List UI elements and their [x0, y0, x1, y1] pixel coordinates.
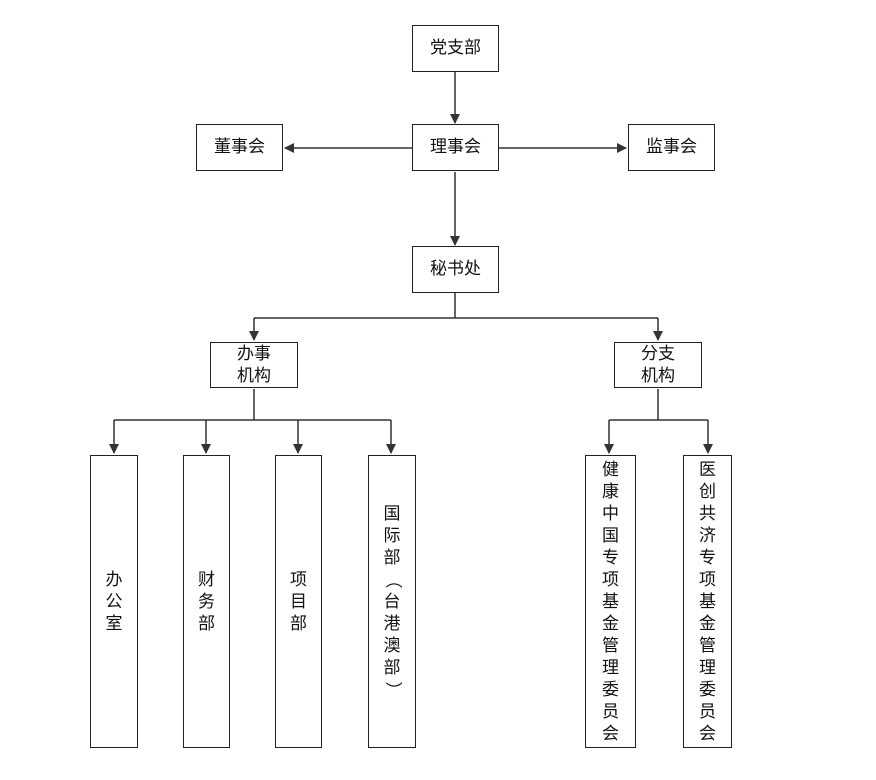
- vertical-char: 员: [699, 701, 716, 722]
- node-medical-innovation-fund: 医创共济专项基金管理委员会: [683, 455, 732, 748]
- vertical-char: 国: [602, 525, 619, 546]
- node-supervisory-label: 监事会: [646, 137, 697, 157]
- vertical-char: 部: [290, 613, 307, 634]
- vertical-char: 委: [699, 679, 716, 700]
- vertical-char: 国: [383, 503, 401, 524]
- vertical-char: 济: [699, 525, 716, 546]
- vertical-char: 会: [699, 723, 716, 744]
- vertical-char: （: [382, 571, 402, 588]
- vertical-char: 理: [699, 657, 716, 678]
- node-projects: 项目部: [275, 455, 322, 748]
- vertical-char: 健: [602, 459, 619, 480]
- node-office-units-line-1: 办事: [237, 344, 271, 364]
- vertical-char: 专: [602, 547, 619, 568]
- node-board: 董事会: [196, 124, 283, 171]
- vertical-char: 会: [602, 723, 619, 744]
- vertical-char: 部: [383, 547, 401, 568]
- vertical-char: 委: [602, 679, 619, 700]
- node-office: 办公室: [90, 455, 138, 748]
- node-secretariat-label: 秘书处: [430, 259, 481, 279]
- vertical-char: 财: [198, 569, 215, 590]
- vertical-char: 室: [105, 613, 123, 634]
- node-party-branch-label: 党支部: [430, 38, 481, 58]
- node-secretariat: 秘书处: [412, 246, 499, 293]
- node-supervisory: 监事会: [628, 124, 715, 171]
- vertical-char: 部: [198, 613, 215, 634]
- node-office-units: 办事 机构: [210, 342, 298, 388]
- vertical-char: 项: [602, 569, 619, 590]
- node-council: 理事会: [412, 124, 499, 171]
- vertical-char: 金: [602, 613, 619, 634]
- node-council-label: 理事会: [430, 137, 481, 157]
- vertical-char: 员: [602, 701, 619, 722]
- node-office-units-line-2: 机构: [237, 366, 271, 386]
- vertical-char: 台: [383, 591, 401, 612]
- vertical-char: 管: [602, 635, 619, 656]
- vertical-char: 医: [699, 459, 716, 480]
- node-board-label: 董事会: [214, 137, 265, 157]
- vertical-char: 港: [383, 613, 401, 634]
- vertical-char: 项: [699, 569, 716, 590]
- node-international: 国际部（台港澳部）: [368, 455, 416, 748]
- vertical-char: 金: [699, 613, 716, 634]
- vertical-char: 理: [602, 657, 619, 678]
- node-branch-units: 分支 机构: [614, 342, 702, 388]
- vertical-char: 中: [602, 503, 619, 524]
- vertical-char: 澳: [383, 635, 401, 656]
- vertical-char: 部: [383, 657, 401, 678]
- vertical-char: 专: [699, 547, 716, 568]
- node-branch-units-line-1: 分支: [641, 344, 675, 364]
- vertical-char: 目: [290, 591, 307, 612]
- vertical-char: 共: [699, 503, 716, 524]
- vertical-char: 基: [699, 591, 716, 612]
- node-finance: 财务部: [183, 455, 230, 748]
- vertical-char: 公: [105, 591, 123, 612]
- node-healthy-china-fund: 健康中国专项基金管理委员会: [585, 455, 636, 748]
- node-party-branch: 党支部: [412, 25, 499, 72]
- node-branch-units-line-2: 机构: [641, 366, 675, 386]
- vertical-char: 务: [198, 591, 215, 612]
- vertical-char: 项: [290, 569, 307, 590]
- vertical-char: 管: [699, 635, 716, 656]
- vertical-char: ）: [382, 681, 402, 698]
- vertical-char: 康: [602, 481, 619, 502]
- vertical-char: 办: [105, 569, 123, 590]
- vertical-char: 基: [602, 591, 619, 612]
- vertical-char: 际: [383, 525, 401, 546]
- vertical-char: 创: [699, 481, 716, 502]
